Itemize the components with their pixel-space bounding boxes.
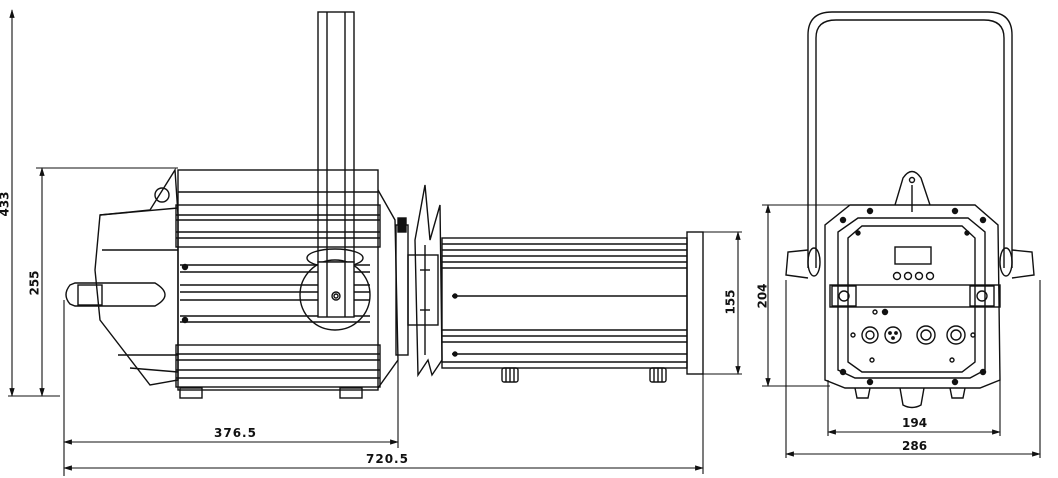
- dim-total-height: 433: [0, 191, 12, 217]
- rear-view: [785, 11, 1035, 409]
- yoke: [785, 11, 1035, 279]
- lamp-housing: [175, 169, 409, 399]
- yoke-arm: [317, 11, 355, 263]
- side-dimensions: [8, 9, 742, 476]
- menu-button: [892, 271, 902, 281]
- dmx-in-connector: [861, 326, 879, 344]
- lens-knobs[interactable]: [501, 367, 667, 383]
- dim-rear-total-width: 286: [902, 439, 928, 453]
- dim-rear-inner-width: 194: [902, 416, 928, 430]
- connectors: [850, 308, 976, 363]
- rear-cap: [65, 167, 179, 386]
- up-button: [903, 271, 913, 281]
- power-out-connector: [946, 325, 966, 345]
- dim-rear-height: 204: [755, 283, 770, 309]
- lcd-display: [894, 246, 932, 265]
- side-view: [65, 11, 704, 399]
- menu-buttons[interactable]: [892, 271, 935, 281]
- dim-lens-tube-height: 155: [723, 289, 738, 315]
- enter-button: [925, 271, 935, 281]
- down-button: [914, 271, 924, 281]
- dim-total-length: 720.5: [366, 452, 409, 466]
- control-panel: [824, 204, 1001, 409]
- lens-tube: [441, 231, 704, 375]
- handle[interactable]: [894, 170, 931, 213]
- gobo-slot: [407, 184, 443, 378]
- power-in-connector: [916, 325, 936, 345]
- dim-body-length: 376.5: [214, 426, 257, 440]
- yoke-knob[interactable]: [299, 248, 371, 331]
- dim-body-height: 255: [27, 270, 42, 296]
- dmx-out-connector: [884, 326, 902, 344]
- rear-dimensions: [762, 204, 1041, 458]
